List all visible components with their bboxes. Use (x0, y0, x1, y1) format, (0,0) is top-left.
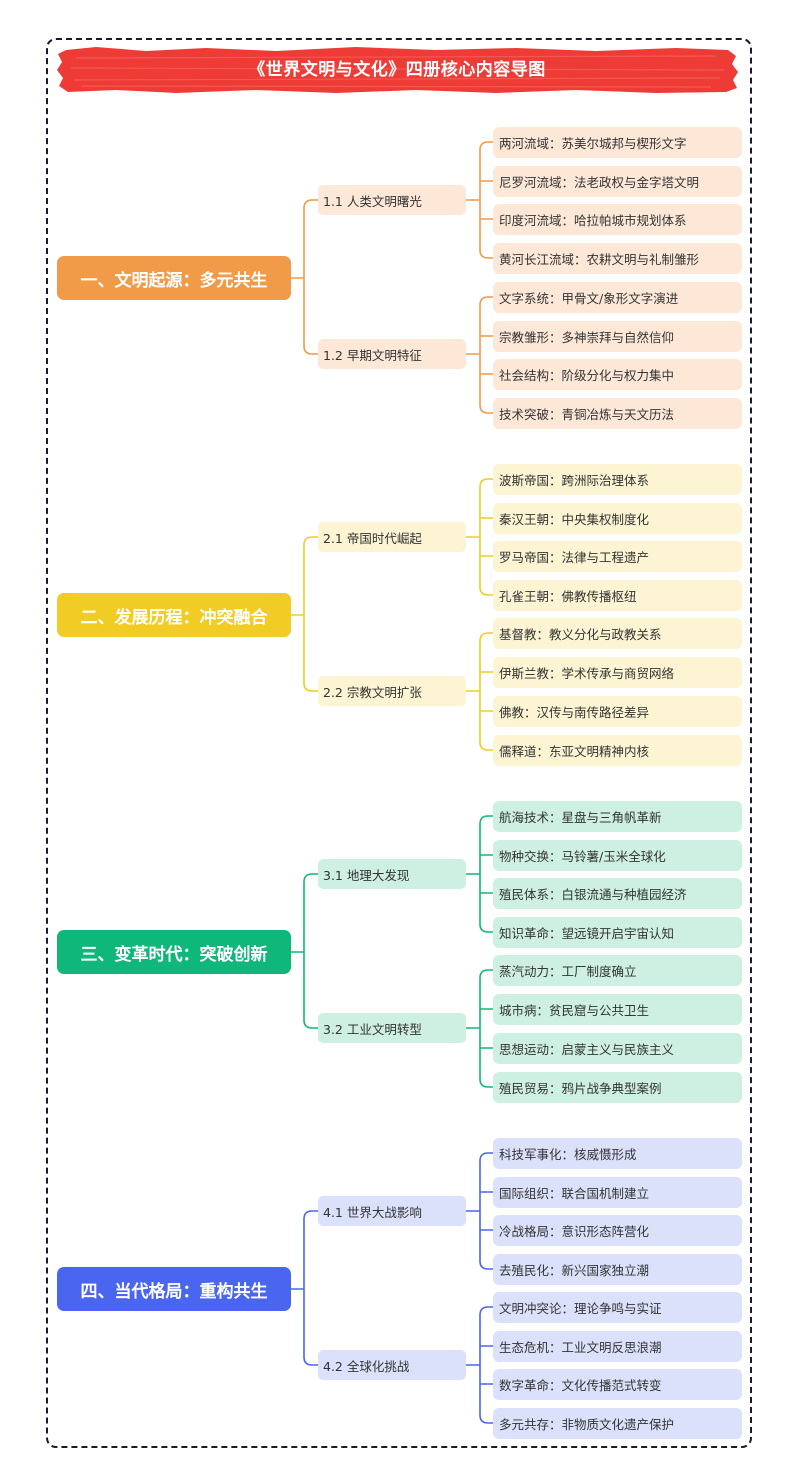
leaf-2-2-1-node: 基督教：教义分化与政教关系 (493, 618, 742, 649)
leaf-2-2-4-node: 儒释道：东亚文明精神内核 (493, 735, 742, 766)
leaf-4-1-4-node: 去殖民化：新兴国家独立潮 (493, 1254, 742, 1285)
leaf-1-1-3-node: 印度河流域：哈拉帕城市规划体系 (493, 204, 742, 235)
leaf-1-2-1-node: 文字系统：甲骨文/象形文字演进 (493, 282, 742, 313)
leaf-1-1-1-node: 两河流域：苏美尔城邦与楔形文字 (493, 127, 742, 158)
leaf-2-1-4-node: 孔雀王朝：佛教传播枢纽 (493, 580, 742, 611)
leaf-1-2-4-node: 技术突破：青铜冶炼与天文历法 (493, 398, 742, 429)
leaf-2-2-3-node: 佛教：汉传与南传路径差异 (493, 696, 742, 727)
leaf-2-2-2-node: 伊斯兰教：学术传承与商贸网络 (493, 657, 742, 688)
subtopic-1-1-node: 1.1 人类文明曙光 (318, 185, 466, 215)
leaf-1-2-3-node: 社会结构：阶级分化与权力集中 (493, 359, 742, 390)
leaf-4-2-2-node: 生态危机：工业文明反思浪潮 (493, 1331, 742, 1362)
leaf-4-2-1-node: 文明冲突论：理论争鸣与实证 (493, 1292, 742, 1323)
subtopic-3-1-node: 3.1 地理大发现 (318, 859, 466, 889)
subtopic-2-1-node: 2.1 帝国时代崛起 (318, 522, 466, 552)
leaf-3-1-2-node: 物种交换：马铃薯/玉米全球化 (493, 840, 742, 871)
leaf-4-2-4-node: 多元共存：非物质文化遗产保护 (493, 1408, 742, 1439)
section-4-node: 四、当代格局：重构共生 (57, 1267, 291, 1311)
leaf-4-1-2-node: 国际组织：联合国机制建立 (493, 1177, 742, 1208)
leaf-3-2-3-node: 思想运动：启蒙主义与民族主义 (493, 1033, 742, 1064)
leaf-3-2-2-node: 城市病：贫民窟与公共卫生 (493, 994, 742, 1025)
section-3-node: 三、变革时代：突破创新 (57, 930, 291, 974)
brush-banner-shape (57, 47, 738, 93)
leaf-3-1-3-node: 殖民体系：白银流通与种植园经济 (493, 878, 742, 909)
leaf-2-1-1-node: 波斯帝国：跨洲际治理体系 (493, 464, 742, 495)
section-2-node: 二、发展历程：冲突融合 (57, 593, 291, 637)
leaf-4-1-3-node: 冷战格局：意识形态阵营化 (493, 1215, 742, 1246)
leaf-3-1-4-node: 知识革命：望远镜开启宇宙认知 (493, 917, 742, 948)
subtopic-1-2-node: 1.2 早期文明特征 (318, 339, 466, 369)
leaf-1-2-2-node: 宗教雏形：多神崇拜与自然信仰 (493, 321, 742, 352)
subtopic-4-1-node: 4.1 世界大战影响 (318, 1196, 466, 1226)
diagram-frame (46, 38, 752, 1448)
leaf-4-1-1-node: 科技军事化：核威慑形成 (493, 1138, 742, 1169)
leaf-1-1-4-node: 黄河长江流域：农耕文明与礼制雏形 (493, 243, 742, 274)
page-title: 《世界文明与文化》四册核心内容导图 (248, 60, 546, 80)
leaf-3-1-1-node: 航海技术：星盘与三角帆革新 (493, 801, 742, 832)
leaf-2-1-2-node: 秦汉王朝：中央集权制度化 (493, 503, 742, 534)
leaf-3-2-1-node: 蒸汽动力：工厂制度确立 (493, 955, 742, 986)
section-1-node: 一、文明起源：多元共生 (57, 256, 291, 300)
subtopic-4-2-node: 4.2 全球化挑战 (318, 1350, 466, 1380)
title-banner: 《世界文明与文化》四册核心内容导图 (56, 46, 738, 94)
subtopic-2-2-node: 2.2 宗教文明扩张 (318, 676, 466, 706)
leaf-3-2-4-node: 殖民贸易：鸦片战争典型案例 (493, 1072, 742, 1103)
leaf-2-1-3-node: 罗马帝国：法律与工程遗产 (493, 541, 742, 572)
leaf-4-2-3-node: 数字革命：文化传播范式转变 (493, 1369, 742, 1400)
subtopic-3-2-node: 3.2 工业文明转型 (318, 1013, 466, 1043)
leaf-1-1-2-node: 尼罗河流域：法老政权与金字塔文明 (493, 166, 742, 197)
